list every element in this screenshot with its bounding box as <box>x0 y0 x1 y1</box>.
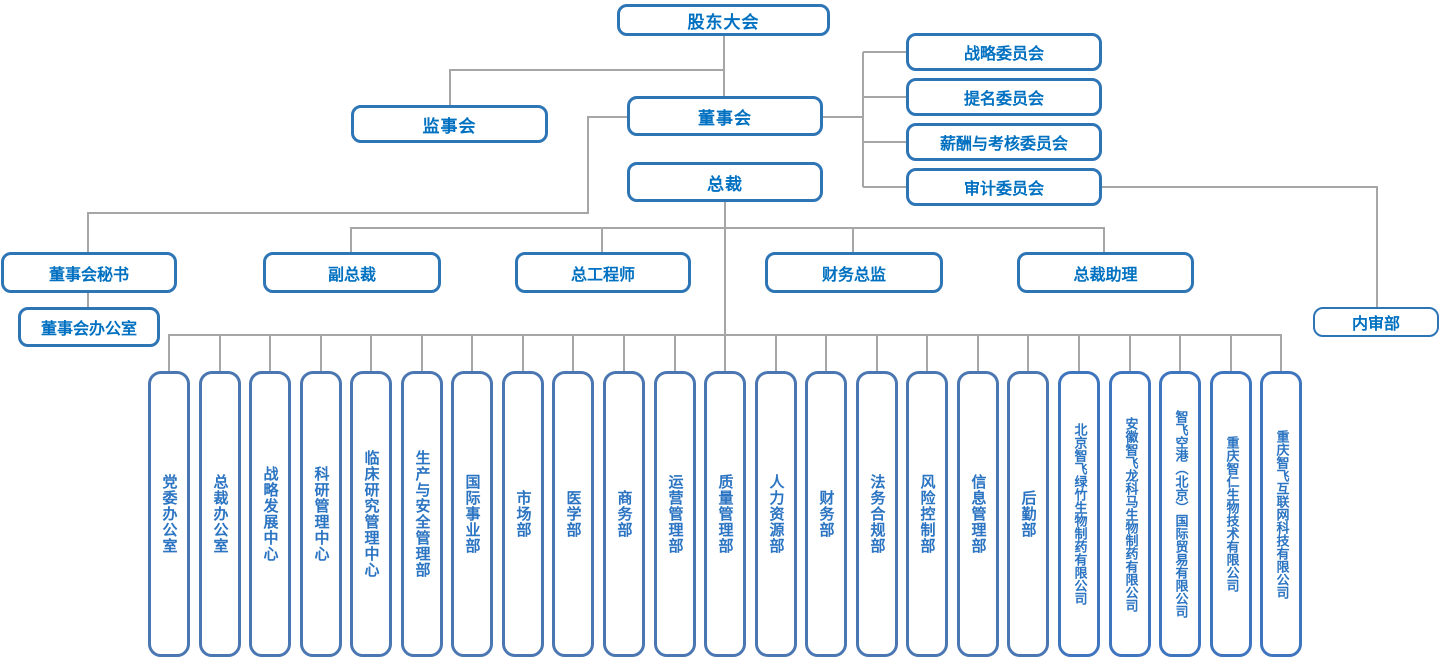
node-supervisory-board: 监事会 <box>351 105 548 143</box>
department-node: 财务部 <box>805 371 847 657</box>
subsidiary-node: 智飞空港（北京）国际贸易有限公司 <box>1159 371 1201 657</box>
node-committee-audit: 审计委员会 <box>906 168 1102 206</box>
department-node: 运营管理部 <box>654 371 696 657</box>
department-node: 风险控制部 <box>906 371 948 657</box>
department-node: 科研管理中心 <box>300 371 342 657</box>
node-vice-president: 副总裁 <box>263 252 441 293</box>
subsidiary-node: 重庆智飞互联网科技有限公司 <box>1260 371 1302 657</box>
department-node: 医学部 <box>552 371 594 657</box>
node-committee-strategy: 战略委员会 <box>906 33 1102 71</box>
subsidiary-node: 安徽智飞龙科马生物制药有限公司 <box>1109 371 1151 657</box>
node-cfo: 财务总监 <box>765 252 943 293</box>
department-node: 总裁办公室 <box>199 371 241 657</box>
node-shareholders-meeting: 股东大会 <box>617 4 830 36</box>
department-node: 国际事业部 <box>451 371 493 657</box>
department-node: 后勤部 <box>1007 371 1049 657</box>
subsidiary-node: 重庆智仁生物技术有限公司 <box>1210 371 1252 657</box>
node-committee-nomination: 提名委员会 <box>906 78 1102 116</box>
node-committee-remuneration-assessment: 薪酬与考核委员会 <box>906 123 1102 161</box>
department-node: 临床研究管理中心 <box>350 371 392 657</box>
node-chief-engineer: 总工程师 <box>515 252 691 293</box>
department-node: 党委办公室 <box>148 371 190 657</box>
node-internal-audit-dept: 内审部 <box>1313 307 1439 337</box>
department-node: 质量管理部 <box>704 371 746 657</box>
node-president: 总裁 <box>627 162 823 202</box>
department-node: 生产与安全管理部 <box>401 371 443 657</box>
department-node: 战略发展中心 <box>249 371 291 657</box>
node-president-assistant: 总裁助理 <box>1017 252 1194 293</box>
department-node: 市场部 <box>502 371 544 657</box>
department-node: 商务部 <box>603 371 645 657</box>
node-board-secretary: 董事会秘书 <box>1 252 177 293</box>
node-board-of-directors: 董事会 <box>627 96 823 136</box>
node-board-office: 董事会办公室 <box>18 307 160 347</box>
subsidiary-node: 北京智飞绿竹生物制药有限公司 <box>1058 371 1100 657</box>
department-node: 人力资源部 <box>755 371 797 657</box>
department-node: 法务合规部 <box>856 371 898 657</box>
department-node: 信息管理部 <box>957 371 999 657</box>
